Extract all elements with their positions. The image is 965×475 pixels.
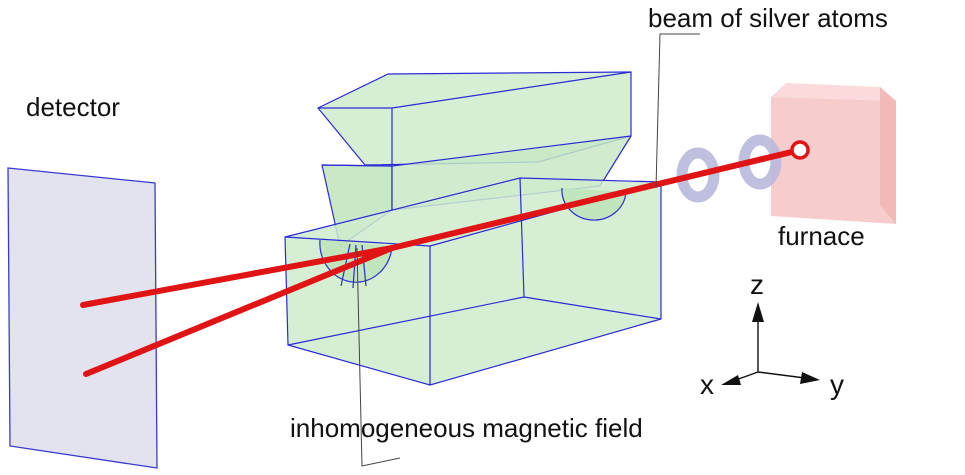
furnace-label: furnace	[778, 221, 865, 251]
field-leader-line	[356, 247, 401, 467]
coordinate-axes	[721, 302, 820, 385]
leader-lines	[356, 33, 700, 467]
beam-deflected-down	[83, 245, 395, 377]
beam-deflected-up	[80, 245, 395, 308]
beam-incoming	[389, 147, 803, 251]
field-label: inhomogeneous magnetic field	[290, 413, 643, 443]
furnace-box	[771, 83, 896, 224]
detector-label: detector	[26, 92, 120, 122]
detector-screen	[7, 167, 158, 469]
axis-x-label: x	[700, 369, 714, 400]
axis-z-label: z	[750, 269, 764, 300]
atom-beam	[80, 147, 803, 377]
beam-leader-line	[655, 33, 700, 189]
slit-ring-1	[676, 147, 720, 203]
axis-y-label: y	[830, 369, 844, 400]
beam-label: beam of silver atoms	[648, 3, 888, 33]
furnace-aperture	[790, 140, 810, 160]
